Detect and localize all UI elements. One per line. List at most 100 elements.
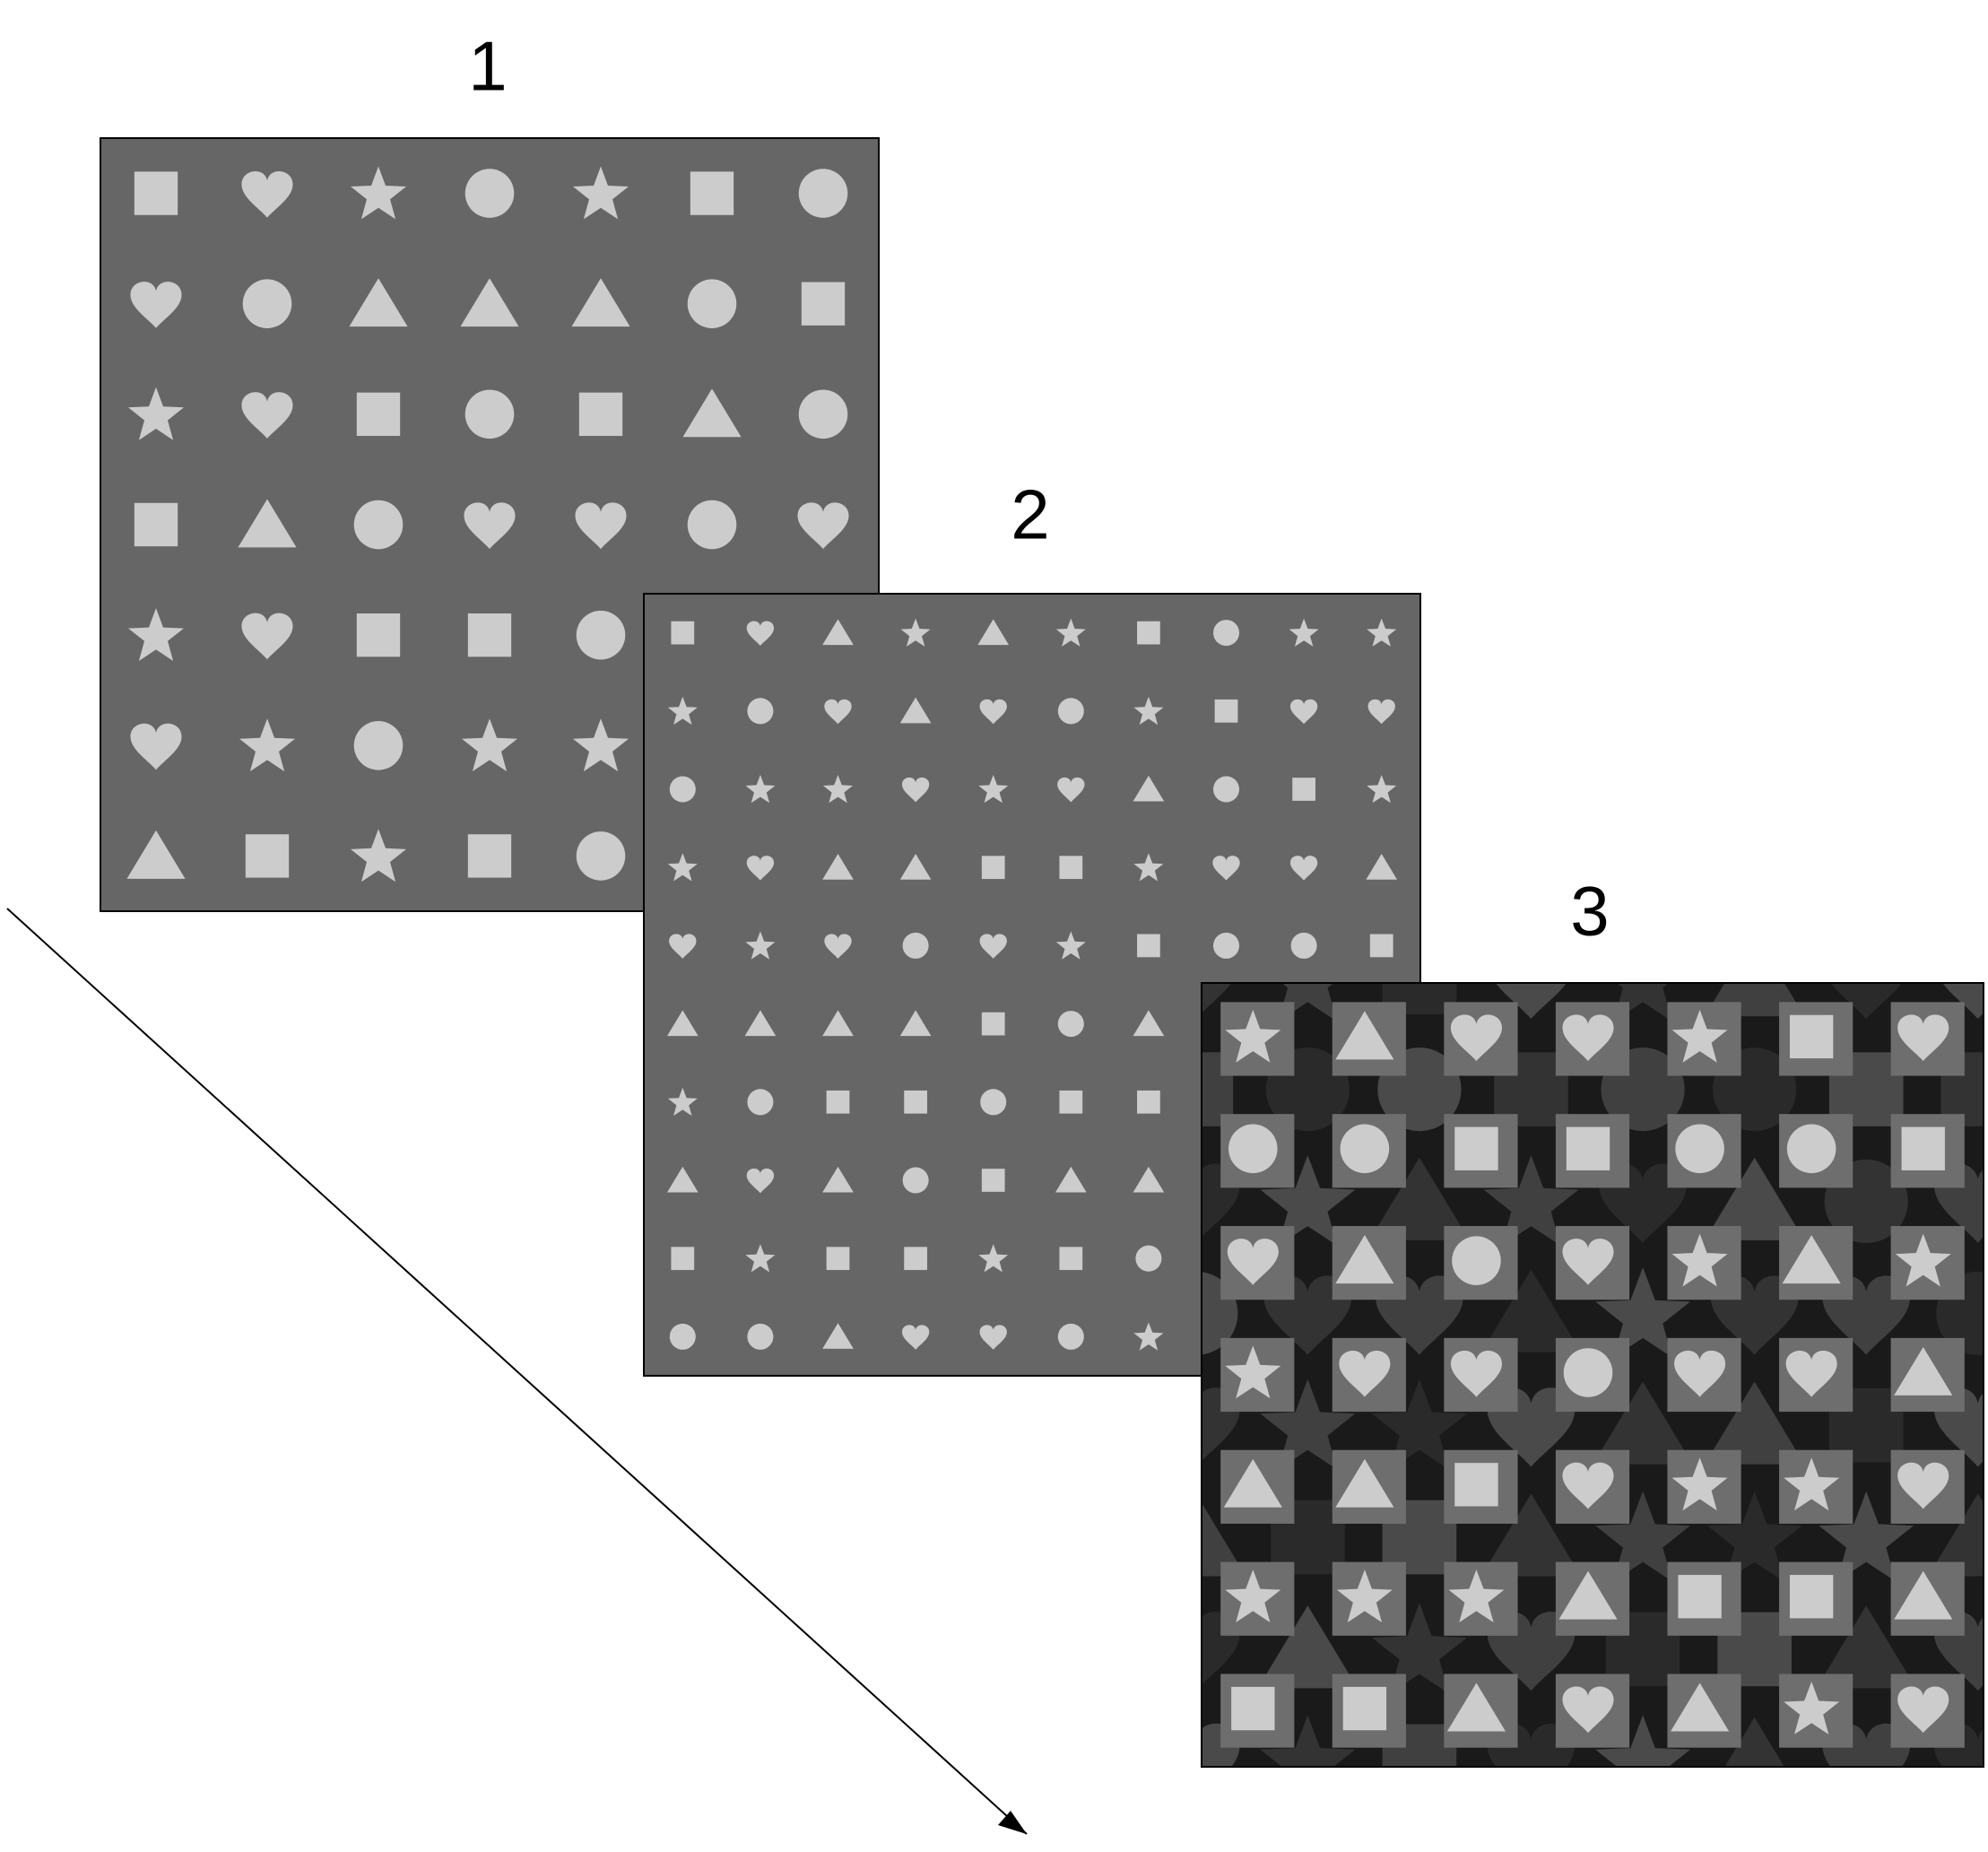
circle-shape (669, 1323, 696, 1350)
background-clutter-star (1706, 1491, 1802, 1582)
heart-shape (979, 934, 1007, 959)
triangle-shape (682, 388, 742, 438)
heart-shape (241, 613, 293, 660)
star-shape (1225, 1009, 1281, 1063)
circle-shape (1212, 776, 1240, 803)
square-shape (1342, 1686, 1387, 1731)
circle-shape (576, 831, 626, 881)
triangle-shape (1366, 854, 1398, 880)
star-shape (239, 718, 295, 772)
triangle-shape (822, 1166, 854, 1193)
star-shape (745, 931, 776, 960)
star-shape (978, 775, 1009, 804)
star-shape (128, 387, 184, 440)
triangle-shape (1446, 1682, 1506, 1732)
time-arrow-head (998, 1811, 1027, 1834)
triangle-shape (822, 1323, 854, 1349)
heart-shape (1339, 1350, 1391, 1397)
circle-shape (747, 698, 774, 725)
heart-shape (1562, 1014, 1614, 1062)
square-shape (1059, 856, 1083, 880)
triangle-shape (1055, 1166, 1087, 1193)
background-clutter-heart (1942, 983, 1984, 1020)
circle-shape (353, 500, 404, 550)
panel-3: 3 (1201, 872, 1984, 1768)
square-shape (1137, 621, 1160, 645)
background-clutter-triangle (1705, 1381, 1805, 1465)
triangle-shape (1558, 1570, 1618, 1620)
circle-shape (980, 1089, 1007, 1116)
star-shape (1055, 931, 1086, 960)
star-shape (978, 1244, 1009, 1273)
square-shape (1059, 1247, 1083, 1271)
star-shape (1671, 1009, 1728, 1063)
triangle-shape (126, 830, 186, 879)
circle-shape (1228, 1124, 1278, 1174)
star-shape (573, 718, 629, 772)
circle-shape (1212, 620, 1240, 647)
square-shape (1369, 934, 1393, 958)
background-clutter-star (1819, 1491, 1914, 1582)
triangle-shape (822, 619, 854, 646)
square-shape (671, 621, 695, 645)
triangle-shape (238, 499, 297, 548)
star-shape (667, 696, 698, 726)
square-shape (134, 171, 178, 215)
circle-shape (576, 610, 626, 660)
star-shape (1895, 1233, 1951, 1287)
triangle-shape (1133, 1010, 1165, 1037)
background-clutter-heart (1830, 983, 1902, 1020)
square-shape (1789, 1575, 1834, 1619)
star-shape (1133, 853, 1164, 882)
circle-shape (242, 279, 292, 328)
star-shape (745, 775, 776, 804)
square-shape (801, 282, 846, 326)
heart-shape (1212, 856, 1240, 881)
square-shape (1137, 1090, 1160, 1114)
heart-shape (746, 621, 775, 647)
panel-number-label: 2 (1011, 475, 1049, 554)
heart-shape (1289, 856, 1318, 881)
square-shape (134, 502, 178, 547)
star-shape (1671, 1233, 1728, 1287)
background-clutter-triangle (1593, 1381, 1693, 1465)
background-clutter-star (1260, 1715, 1356, 1767)
background-clutter-star (1372, 1378, 1467, 1470)
circle-shape (1212, 932, 1240, 959)
panel-1: 1 (100, 27, 880, 912)
heart-shape (1897, 1462, 1949, 1509)
heart-shape (824, 699, 852, 725)
triangle-shape (1782, 1235, 1841, 1284)
background-clutter-triangle (1928, 1493, 1984, 1577)
triangle-shape (977, 619, 1010, 646)
circle-shape (1563, 1348, 1613, 1397)
circle-shape (464, 169, 515, 218)
star-shape (1448, 1569, 1505, 1622)
circle-shape (1340, 1124, 1390, 1174)
circle-shape (902, 932, 929, 959)
triangle-shape (1894, 1570, 1953, 1620)
star-shape (823, 775, 853, 804)
square-shape (467, 834, 512, 878)
square-shape (1789, 1014, 1834, 1059)
circle-shape (1290, 932, 1317, 959)
square-shape (690, 171, 734, 215)
star-shape (573, 166, 629, 220)
triangle-shape (899, 854, 932, 880)
square-shape (1059, 1090, 1083, 1114)
circle-shape (464, 389, 515, 439)
circle-shape (1786, 1124, 1836, 1174)
heart-shape (130, 723, 182, 770)
heart-shape (464, 502, 516, 550)
square-shape (578, 392, 623, 437)
circle-shape (1057, 1323, 1084, 1350)
triangle-shape (822, 1010, 854, 1037)
star-shape (1784, 1457, 1840, 1511)
star-shape (1367, 618, 1397, 647)
triangle-shape (1223, 1458, 1282, 1508)
triangle-shape (1335, 1011, 1394, 1060)
square-shape (826, 1090, 850, 1114)
heart-shape (1674, 1350, 1726, 1397)
square-shape (245, 834, 290, 878)
heart-shape (746, 1168, 775, 1194)
